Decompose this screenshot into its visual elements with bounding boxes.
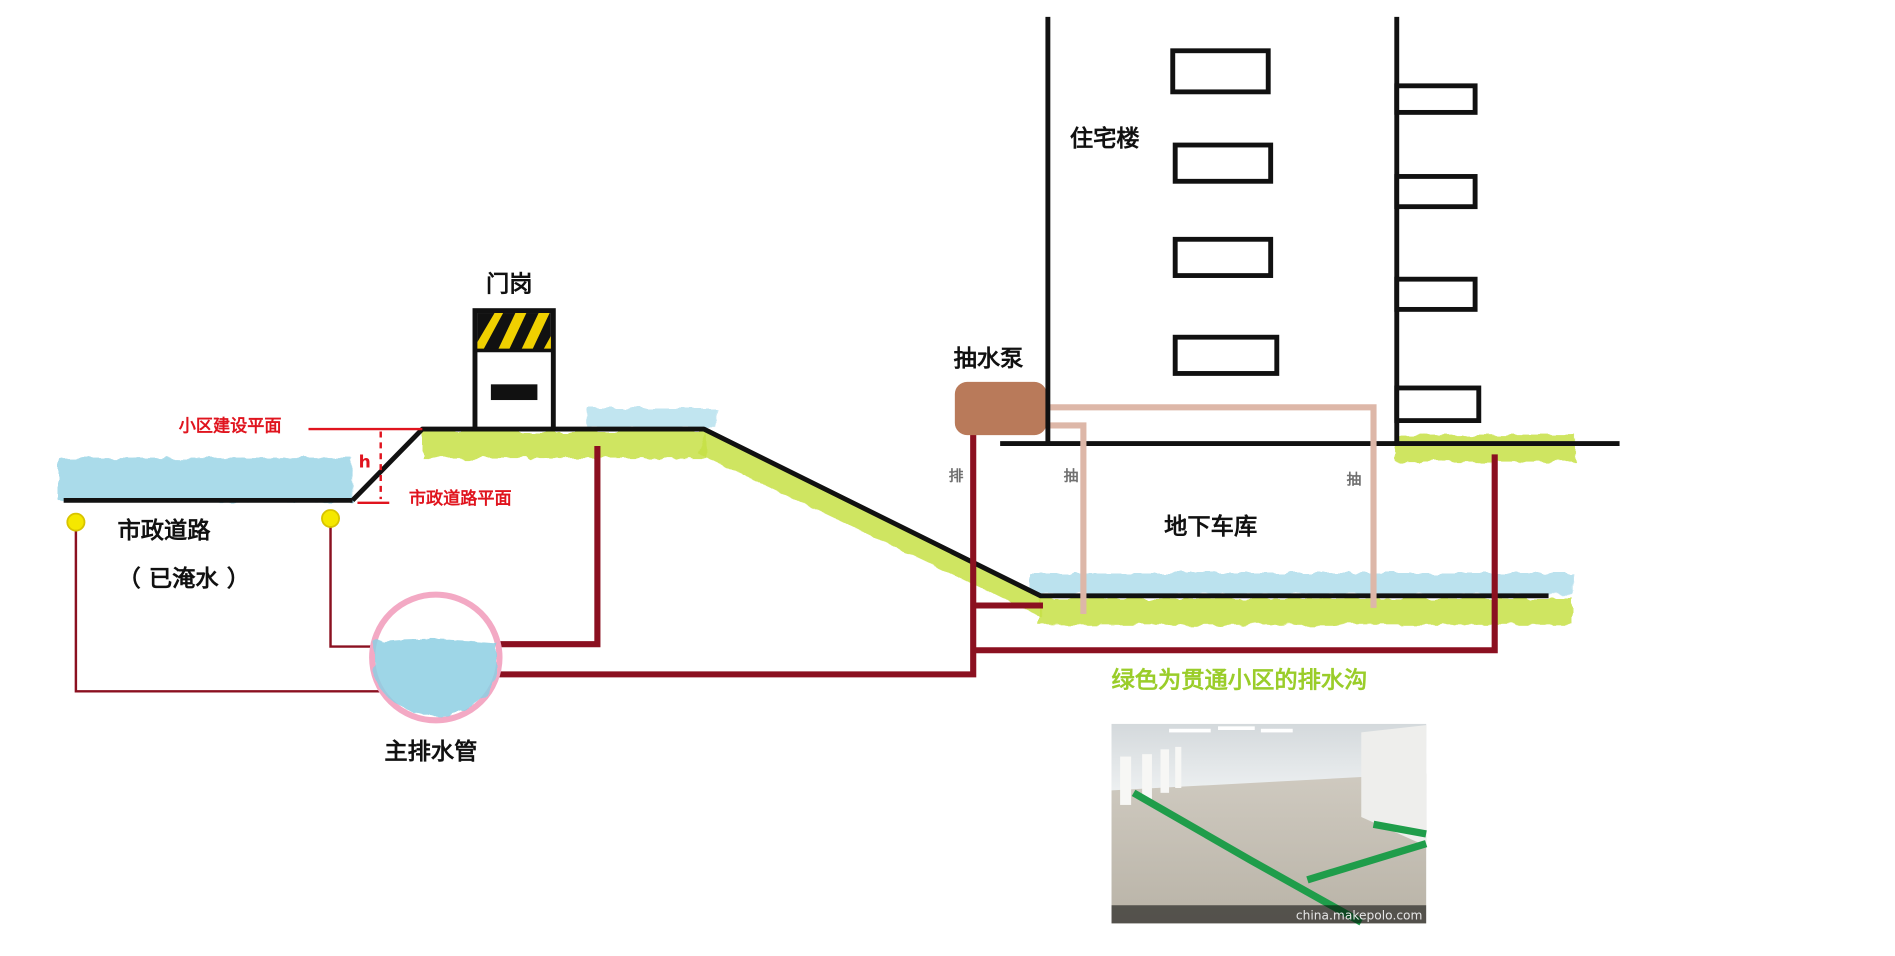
building-window (1170, 48, 1271, 95)
hazard-stripe (477, 313, 551, 350)
residential-building (1045, 16, 1482, 444)
pipe-pump-discharge (474, 423, 977, 678)
photo-lights (1169, 726, 1293, 733)
label-underground-garage: 地下车库 (1164, 513, 1257, 540)
building-window (1172, 142, 1274, 184)
building-balcony (1394, 276, 1478, 312)
drain-pipes (74, 404, 1498, 693)
green-drain-garage-floor (1038, 598, 1574, 625)
ground-profile (63, 426, 1620, 599)
building-window (1172, 236, 1274, 278)
photo-floor (1111, 773, 1427, 924)
drain-inlet-icon (321, 509, 341, 528)
label-community-level: 小区建设平面 (179, 416, 282, 437)
green-drain-ground (422, 431, 707, 459)
photo-watermark: china.makepolo.com (1296, 909, 1423, 923)
label-road-level: 市政道路平面 (409, 488, 512, 509)
pipe-extract-left (1034, 422, 1087, 614)
garage-drain-photo: china.makepolo.com (1111, 723, 1428, 926)
label-road-flooded: （ 已淹水 ） (118, 565, 250, 592)
label-discharge: 排 (949, 467, 964, 485)
building-balcony (1394, 385, 1482, 424)
label-main-drain-pipe: 主排水管 (384, 738, 477, 765)
photo-watermark-bar (1111, 905, 1427, 924)
flood-water-ramp (587, 408, 717, 428)
photo-right-wall (1361, 725, 1427, 847)
green-drain-slope (697, 431, 1041, 617)
photo-green-drains (1131, 789, 1428, 926)
pipe-gate-drain (474, 445, 601, 648)
gatehouse-window (490, 384, 538, 401)
gatehouse (472, 308, 556, 432)
label-residential-building: 住宅楼 (1070, 125, 1140, 152)
pipe-extract-right (1034, 404, 1377, 608)
label-pump: 抽水泵 (954, 346, 1025, 372)
drain-inlet-icon (66, 512, 86, 532)
level-annotation (308, 427, 423, 504)
building-balcony (1394, 83, 1478, 115)
community-ground-line (350, 426, 1549, 599)
green-drain-yard (1395, 435, 1576, 462)
green-drain-channel (422, 431, 1576, 625)
main-drain-pipe (369, 591, 503, 724)
label-extract-left: 抽 (1064, 467, 1079, 485)
photo-columns (1120, 746, 1182, 805)
pump-icon (954, 381, 1047, 436)
pipe-garage-drain (973, 454, 1498, 654)
label-extract-right: 抽 (1347, 471, 1362, 489)
flood-water-road (58, 458, 353, 502)
flood-water-garage (1028, 572, 1574, 595)
label-height-h: h (359, 453, 371, 473)
flood-water (58, 408, 1574, 595)
building-balcony (1394, 174, 1478, 210)
pipe-road-inlet-left (74, 526, 404, 693)
pipe-water-fill (374, 639, 498, 717)
building-window (1172, 334, 1280, 376)
label-road: 市政道路 (118, 517, 212, 544)
label-gatehouse: 门岗 (486, 270, 533, 297)
label-green-drain-note: 绿色为贯通小区的排水沟 (1112, 667, 1368, 694)
